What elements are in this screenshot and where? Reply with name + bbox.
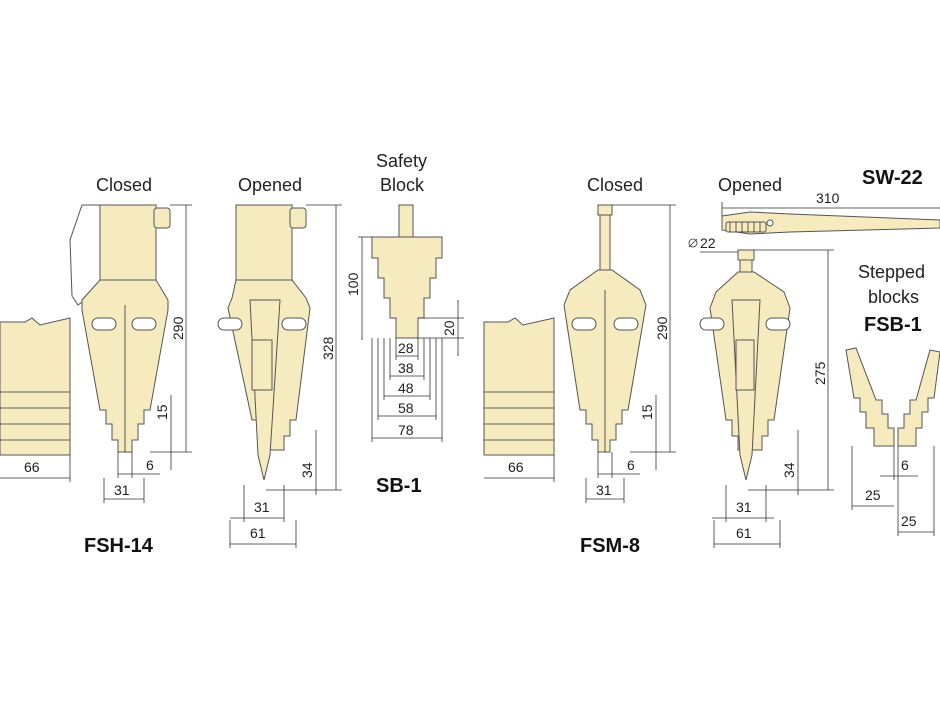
fsh14-closed-width-dimension: 31	[103, 478, 145, 503]
fsh14-opened-width-dimension: 61	[229, 520, 297, 548]
fsh14-block-width-dimension: 66	[0, 455, 71, 482]
sb1-w3-value: 48	[398, 380, 414, 396]
fsm8-opened-tool	[699, 249, 791, 481]
fsb1-w1-dimension: 25	[851, 446, 894, 510]
fsm8-opened-height-value: 275	[812, 361, 828, 385]
fsb1-tip-dimension: 6	[880, 446, 918, 480]
fsm8-support-block	[483, 317, 555, 456]
fsh14-opened-tip-width-dimension: 31	[230, 485, 285, 522]
fsh14-model-label: FSH-14	[84, 535, 154, 557]
sb1-title-line2: Block	[380, 175, 425, 195]
fsm8-closed-width-value: 31	[596, 482, 612, 498]
fsb1-w2-value: 25	[901, 513, 917, 529]
fsh14-step-dimension: 15	[154, 395, 172, 470]
fsm8-closed-label: Closed	[587, 175, 643, 195]
fsm8-closed-width-dimension: 31	[585, 478, 625, 503]
fsh14-opened-tool	[217, 204, 311, 481]
fsb1-model-label: FSB-1	[864, 314, 922, 336]
fsh14-opened-width-value: 61	[250, 525, 266, 541]
fsm8-step-value: 15	[639, 404, 655, 420]
fsh14-opened-height-dimension: 328	[266, 204, 342, 491]
fsm8-tip-dimension: 6	[597, 452, 640, 478]
fsb1-w1-value: 25	[865, 487, 881, 503]
fsh14-closed-height-value: 290	[170, 316, 186, 340]
fsm8-step-dimension: 15	[639, 395, 657, 470]
fsm8-diameter-value: 22	[700, 235, 716, 251]
fsm8-opened-label: Opened	[718, 175, 782, 195]
sb1-model-label: SB-1	[376, 475, 422, 497]
sw22-length-value: 310	[816, 190, 840, 206]
fsh14-step-value: 15	[154, 404, 170, 420]
fsh14-closed-label: Closed	[96, 175, 152, 195]
sb1-height-dimension: 100	[345, 236, 372, 340]
fsm8-opened-tip-height-value: 34	[781, 462, 797, 478]
fsh14-block-width-value: 66	[24, 459, 40, 475]
fsm8-model-label: FSM-8	[580, 535, 640, 557]
fsh14-tip-value: 6	[146, 457, 154, 473]
sb1-w1-value: 28	[398, 340, 414, 356]
sw22-wrench	[721, 211, 940, 235]
fsm8-block-width-value: 66	[508, 459, 524, 475]
fsb1-w2-dimension: 25	[897, 446, 935, 536]
fsh14-opened-label: Opened	[238, 175, 302, 195]
sb1-width-dimensions: 28 38 48 58 78	[371, 338, 443, 442]
fsh14-opened-height-value: 328	[320, 336, 336, 360]
sb1-step-value: 20	[441, 320, 457, 336]
fsb1-tip-value: 6	[901, 457, 909, 473]
fsm8-tip-value: 6	[627, 457, 635, 473]
sb1-w5-value: 78	[398, 422, 414, 438]
fsm8-opened-width-value: 61	[736, 525, 752, 541]
sb1-w2-value: 38	[398, 360, 414, 376]
fsm8-closed-tool	[563, 204, 647, 453]
fsm8-closed-height-dimension: 290	[612, 204, 676, 453]
fsb1-title-line2: blocks	[868, 287, 919, 307]
sb1-w4-value: 58	[398, 400, 414, 416]
sb1-height-value: 100	[345, 272, 361, 296]
fsm8-diameter-dimension: 22	[688, 235, 738, 253]
fsm8-opened-tip-width-dimension: 31	[712, 485, 774, 522]
fsh14-tip-dimension: 6	[117, 452, 160, 478]
fsm8-opened-tip-width-value: 31	[736, 499, 752, 515]
sw22-model-label: SW-22	[862, 167, 923, 189]
fsb1-stepped-block-right	[897, 349, 940, 447]
sw22-length-dimension: 310	[721, 190, 940, 216]
fsb1-title-line1: Stepped	[858, 262, 925, 282]
fsh14-closed-width-value: 31	[114, 482, 130, 498]
fsh14-support-block	[0, 317, 71, 456]
sb1-step-dimension: 20	[418, 300, 464, 356]
fsh14-opened-tip-width-value: 31	[254, 499, 270, 515]
fsm8-opened-tip-height-dimension: 34	[781, 430, 799, 495]
fsb1-stepped-block-left	[845, 347, 895, 447]
fsm8-closed-height-value: 290	[654, 316, 670, 340]
fsh14-opened-tip-height-dimension: 34	[299, 430, 317, 495]
sb1-title-line1: Safety	[376, 151, 427, 171]
fsm8-opened-height-dimension: 275	[748, 249, 834, 491]
fsh14-closed-tool	[69, 204, 171, 453]
fsm8-block-width-dimension: 66	[484, 455, 555, 482]
fsh14-opened-tip-height-value: 34	[299, 462, 315, 478]
fsm8-opened-width-dimension: 61	[713, 520, 781, 548]
